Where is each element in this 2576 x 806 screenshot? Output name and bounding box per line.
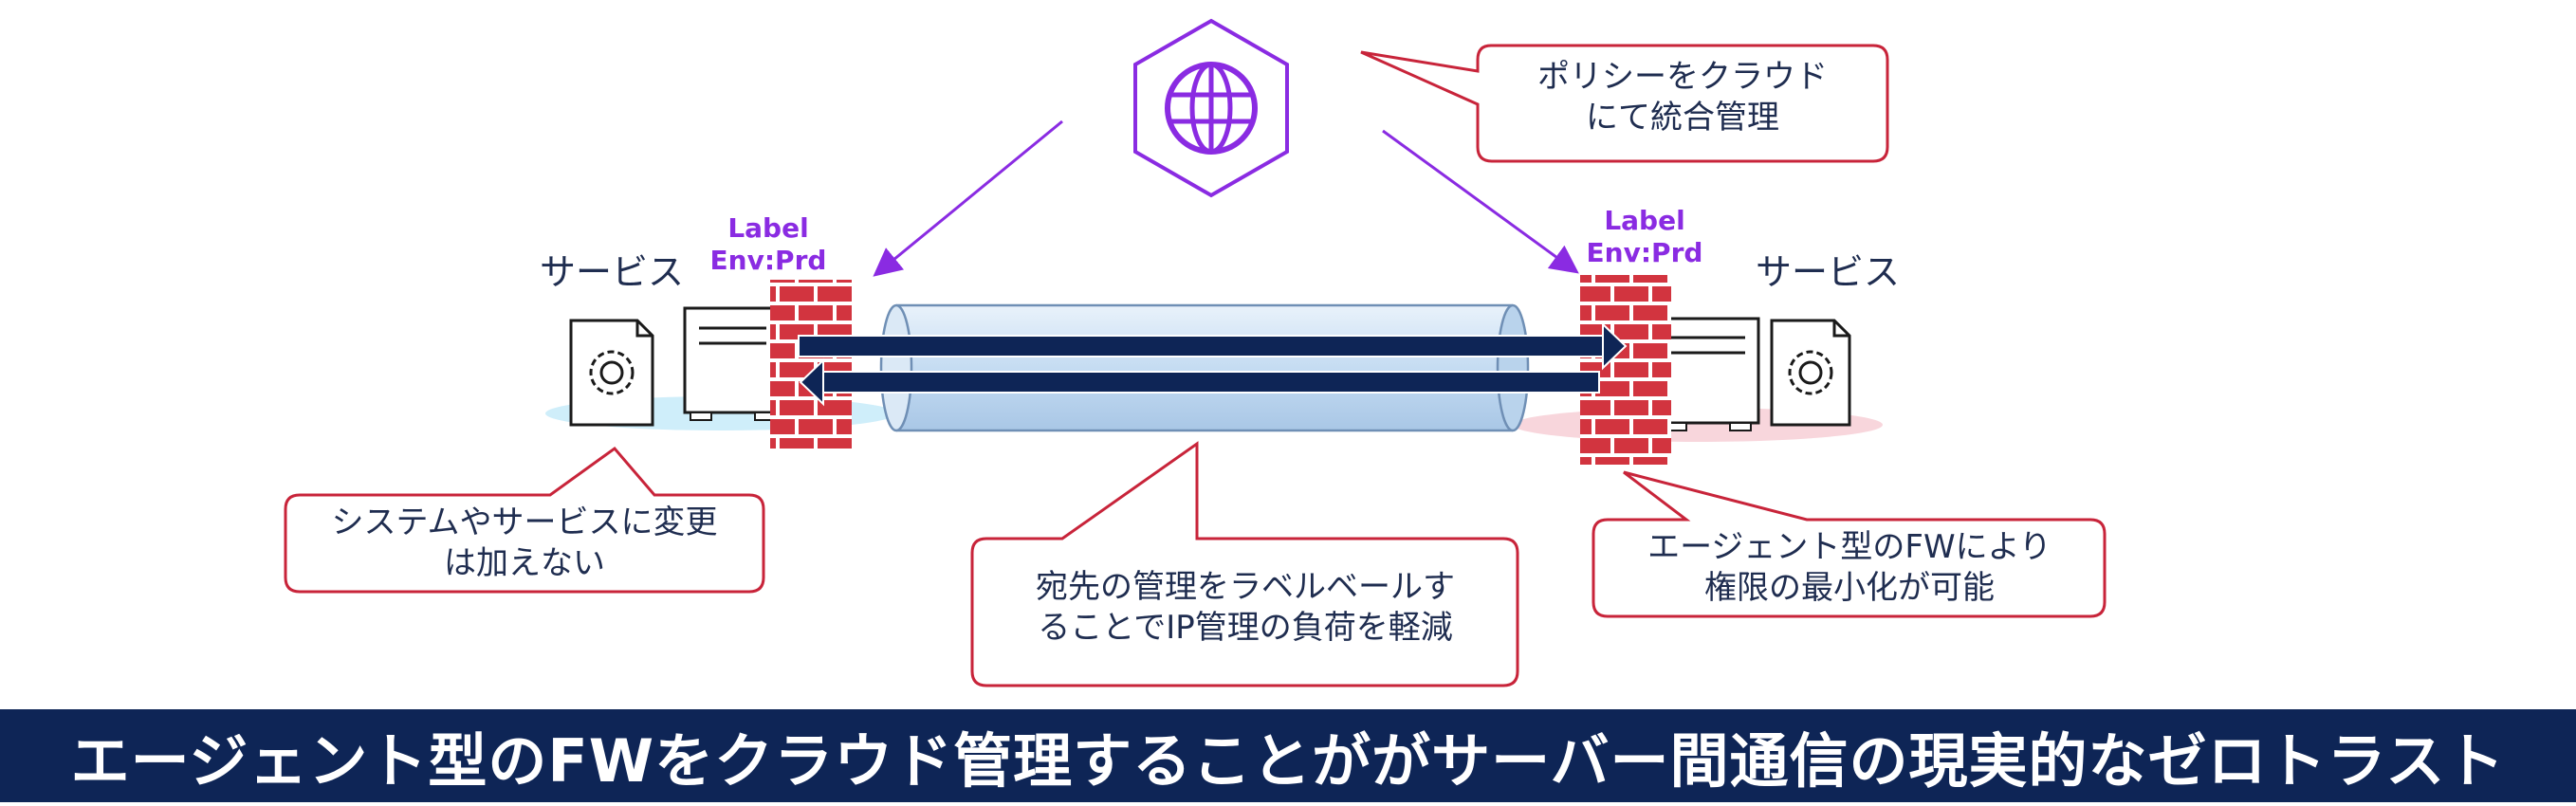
policy-arrow-right bbox=[1382, 129, 1579, 274]
env-label-right: Label Env:Prd bbox=[1586, 205, 1703, 268]
callout-agent-fw bbox=[1592, 470, 2107, 618]
gear-document-icon bbox=[1770, 319, 1851, 427]
brick-wall-icon bbox=[770, 280, 852, 449]
traffic-arrow-right bbox=[798, 321, 1628, 371]
callout-agent-fw-text: エージェント型のFWにより 権限の最小化が可能 bbox=[1647, 528, 2052, 607]
callout-no-change-text: システムやサービスに変更 は加えない bbox=[331, 504, 718, 582]
traffic-arrow-left bbox=[799, 357, 1600, 407]
policy-arrow-left bbox=[873, 119, 1063, 277]
callout-label-dest bbox=[970, 441, 1519, 687]
server-icon bbox=[683, 306, 782, 421]
service-label-left: サービス bbox=[539, 251, 684, 293]
tunnel-tube bbox=[879, 303, 1530, 432]
globe-hexagon-icon bbox=[1133, 18, 1289, 198]
server-icon bbox=[1656, 317, 1760, 431]
gear-document-icon bbox=[569, 319, 654, 427]
brick-wall-icon bbox=[1580, 275, 1671, 465]
callout-cloud-policy bbox=[1360, 44, 1889, 163]
summary-banner: エージェント型のFWをクラウド管理することががサーバー間通信の現実的なゼロトラス… bbox=[0, 709, 2576, 802]
env-label-left: Label Env:Prd bbox=[709, 212, 827, 276]
callout-label-dest-text: 宛先の管理をラベルベールす ることでIP管理の負荷を軽減 bbox=[1036, 568, 1455, 647]
service-label-right: サービス bbox=[1755, 251, 1900, 293]
callout-no-change bbox=[284, 446, 765, 594]
summary-banner-text: エージェント型のFWをクラウド管理することががサーバー間通信の現実的なゼロトラス… bbox=[70, 726, 2506, 796]
callout-cloud-policy-text: ポリシーをクラウド にて統合管理 bbox=[1537, 58, 1828, 137]
